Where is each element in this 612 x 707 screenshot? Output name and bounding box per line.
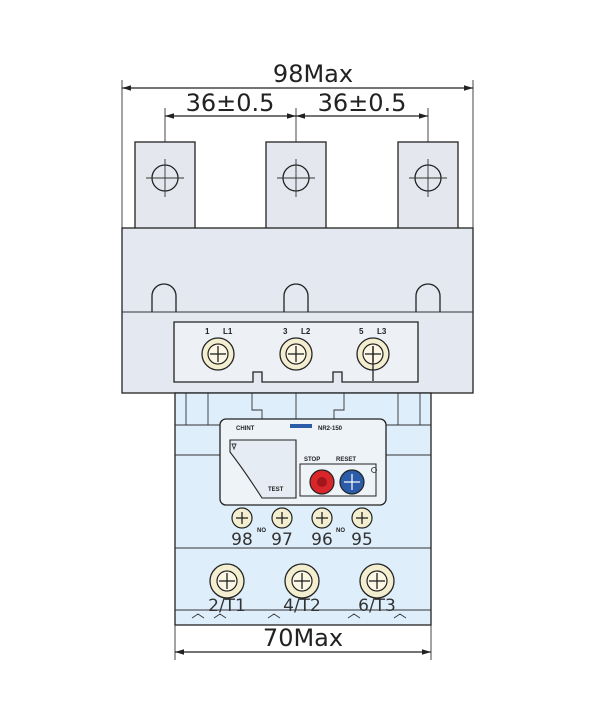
test-label: TEST [268, 487, 284, 493]
reset-label: RESET [336, 457, 356, 463]
aux-number: 98 [231, 530, 253, 550]
lug-center [265, 141, 327, 231]
terminal-label: L2 [301, 327, 311, 336]
terminal-l3[interactable]: 5 L3 [356, 327, 390, 381]
aux-group-label: NO [257, 528, 266, 534]
aux-number: 95 [351, 530, 373, 550]
pitch-dimension: 36±0.5 36±0.5 [164, 89, 429, 148]
terminal-label: 6/T3 [358, 596, 396, 616]
body-width-label: 70Max [263, 624, 343, 652]
lug-left [134, 141, 196, 231]
terminal-number: 3 [283, 327, 288, 336]
terminal-t1[interactable]: 2/T1 [208, 563, 246, 616]
body-width-dimension: 70Max [174, 624, 432, 660]
terminal-label: 2/T1 [208, 596, 246, 616]
base-strip [191, 613, 407, 619]
pitch-right-label: 36±0.5 [318, 89, 407, 117]
bottom-terminals: 2/T1 4/T2 6/T3 [208, 563, 396, 616]
aux-number: 96 [311, 530, 333, 550]
front-panel: CHINT NR2-150 TEST STOP RESET [219, 418, 387, 506]
overall-width-dimension: 98Max [121, 60, 474, 228]
reset-button[interactable] [339, 469, 365, 495]
terminal-number: 1 [205, 327, 210, 336]
terminal-l2[interactable]: 3 L2 [279, 327, 313, 371]
aux-group-label: NO [336, 528, 345, 534]
model-label: NR2-150 [318, 426, 343, 432]
brand-label: CHINT [236, 426, 255, 432]
aux-contacts: 98 NO 97 96 NO 95 [231, 507, 373, 550]
terminal-label: L1 [223, 327, 233, 336]
stop-label: STOP [304, 457, 320, 463]
top-terminals: 1 L1 3 L2 5 L3 [201, 327, 390, 381]
aux-contact-96[interactable]: 96 NO [311, 507, 345, 550]
aux-contact-95[interactable]: 95 [351, 507, 373, 550]
aux-number: 97 [271, 530, 293, 550]
aux-contact-97[interactable]: 97 [271, 507, 293, 550]
brand-stripe [290, 424, 312, 428]
overall-width-label: 98Max [273, 60, 353, 88]
upper-housing [121, 227, 474, 394]
terminal-t3[interactable]: 6/T3 [358, 563, 396, 616]
busbar-lugs [134, 141, 459, 231]
terminal-label: L3 [377, 327, 387, 336]
pitch-left-label: 36±0.5 [186, 89, 275, 117]
terminal-t2[interactable]: 4/T2 [283, 563, 321, 616]
lug-right [397, 141, 459, 231]
terminal-l1[interactable]: 1 L1 [201, 327, 235, 371]
terminal-number: 5 [359, 327, 364, 336]
aux-contact-98[interactable]: 98 NO [231, 507, 266, 550]
terminal-label: 4/T2 [283, 596, 321, 616]
stop-button[interactable] [309, 469, 335, 495]
indicator-dot [371, 467, 377, 473]
